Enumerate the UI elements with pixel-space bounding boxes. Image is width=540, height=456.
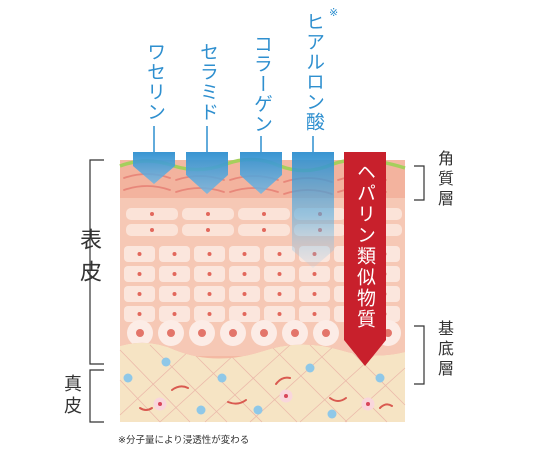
ingredient-label-hyaluronic-acid: ヒアルロン酸	[303, 12, 325, 132]
vaseline-arrow	[133, 126, 175, 184]
cell-nucleus	[312, 292, 317, 296]
ceramide-arrow	[186, 126, 228, 194]
dermis-mesh	[119, 344, 406, 423]
cell-nucleus	[207, 292, 212, 296]
heparin-arrow	[344, 152, 386, 366]
ingredient-note-mark: ※	[329, 6, 339, 19]
cell-nucleus	[207, 312, 212, 316]
cell-nucleus	[206, 228, 210, 232]
cell-nucleus	[137, 312, 142, 316]
heparin-label: ヘパリン類似物質	[354, 162, 376, 330]
cell-nucleus	[229, 329, 237, 337]
cell-nucleus	[172, 292, 177, 296]
cell-nucleus	[167, 329, 175, 337]
cell-nucleus	[242, 252, 247, 256]
cell-nucleus	[277, 292, 282, 296]
epidermis-bracket	[89, 159, 104, 365]
cell-nucleus	[260, 329, 268, 337]
dermis-bracket	[89, 369, 104, 423]
cell-nucleus	[137, 272, 142, 276]
basal-layer-bracket	[414, 325, 425, 385]
dermis-cells	[123, 357, 385, 419]
cell-nucleus	[137, 252, 142, 256]
footnote: ※分子量により浸透性が変わる	[118, 435, 250, 446]
cell-nucleus	[172, 312, 177, 316]
cell-nucleus	[262, 212, 266, 216]
cell-nucleus	[312, 312, 317, 316]
cell-nucleus	[242, 272, 247, 276]
cell-nucleus	[242, 292, 247, 296]
cell-nucleus	[277, 272, 282, 276]
ingredient-label-vaseline: ワセリン	[144, 42, 166, 122]
cell-nucleus	[136, 329, 144, 337]
cell-nucleus	[172, 252, 177, 256]
stratum-corneum-label: 角質層	[435, 150, 454, 210]
collagen-arrow	[240, 136, 282, 194]
ingredient-label-collagen: コラーゲン	[251, 34, 273, 134]
cell-nucleus	[198, 329, 206, 337]
epidermis-label: 表皮	[76, 228, 101, 292]
cell-nucleus	[172, 272, 177, 276]
cell-nucleus	[277, 252, 282, 256]
cell-nucleus	[206, 212, 210, 216]
dermis-fibers	[139, 376, 393, 411]
cell-nucleus	[207, 272, 212, 276]
cell-nucleus	[322, 329, 330, 337]
cell-nucleus	[242, 312, 247, 316]
cell-nucleus	[207, 252, 212, 256]
basal-layer-label: 基底層	[435, 320, 454, 380]
cell-nucleus	[312, 272, 317, 276]
hyaluronic-acid-arrow	[292, 136, 334, 268]
cell-nucleus	[291, 329, 299, 337]
stratum-corneum-bracket	[414, 165, 425, 201]
cell-nucleus	[150, 212, 154, 216]
cell-nucleus	[150, 228, 154, 232]
cell-nucleus	[277, 312, 282, 316]
cell-nucleus	[137, 292, 142, 296]
cell-nucleus	[262, 228, 266, 232]
dermis-label: 真皮	[61, 374, 82, 418]
ingredient-label-ceramide: セラミド	[197, 42, 219, 122]
